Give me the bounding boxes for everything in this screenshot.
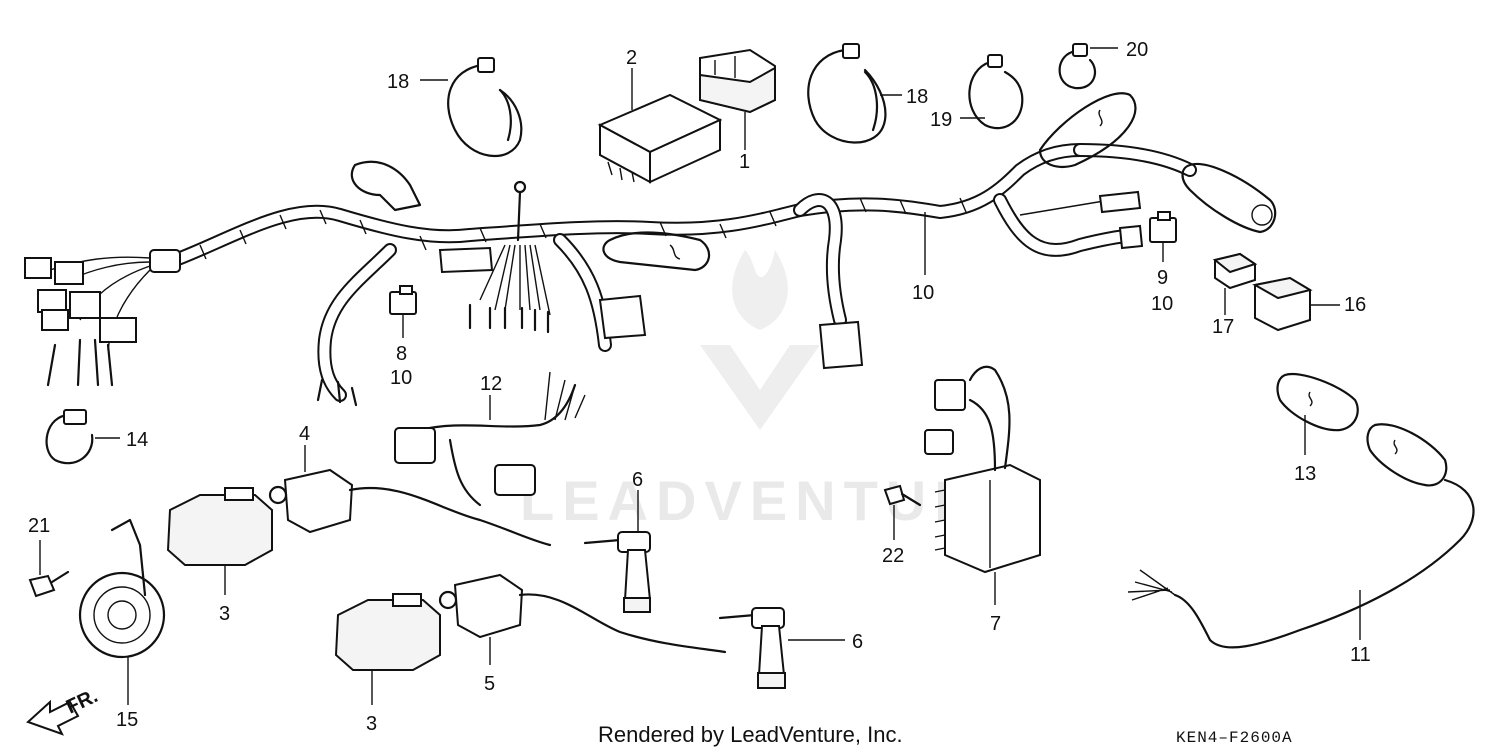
- callout-8: 8: [396, 343, 407, 365]
- callout-12: 12: [480, 373, 502, 395]
- diagram-code: KEN4–F2600A: [1176, 729, 1293, 747]
- callout-15: 15: [116, 709, 138, 731]
- part-14-clamp: [45, 409, 120, 465]
- callout-10: 10: [912, 282, 934, 304]
- part-21-bolt: [28, 540, 70, 598]
- part-11-sub-harness: [1127, 423, 1475, 649]
- part-22-bolt: [883, 484, 922, 540]
- part-3-unit-upper: [166, 487, 273, 595]
- part-6-plug-cap-lower: [718, 607, 845, 689]
- callout-18: 18: [906, 86, 928, 108]
- part-6-plug-cap-upper: [583, 490, 652, 613]
- callout-18: 18: [387, 71, 409, 93]
- callout-20: 20: [1126, 39, 1148, 61]
- footer-credit: Rendered by LeadVenture, Inc.: [598, 722, 903, 747]
- callouts: 1 2 3 3 4 5 6 6 7 8 10 9 10 10 11 12 13 …: [28, 39, 1371, 735]
- part-12-sub-harness: [394, 371, 586, 507]
- callout-13: 13: [1294, 463, 1316, 485]
- part-16-relay: [1252, 276, 1340, 332]
- callout-3: 3: [366, 713, 377, 735]
- callout-4: 4: [299, 423, 310, 445]
- part-13-cap: [1276, 372, 1359, 455]
- part-4-ignition-coil: [268, 445, 552, 547]
- part-19-clamp: [960, 54, 1024, 130]
- part-7-regulator: [924, 365, 1041, 605]
- callout-21: 21: [28, 515, 50, 537]
- front-arrow: FR.: [26, 685, 101, 736]
- callout-1: 1: [739, 151, 750, 173]
- part-20-clamp: [1058, 43, 1118, 90]
- part-17-holder: [1212, 252, 1258, 315]
- callout-9: 9: [1157, 267, 1168, 289]
- callout-6: 6: [852, 631, 863, 653]
- part-18-band-left: [420, 57, 523, 158]
- part-18-band-right: [807, 43, 902, 144]
- part-2-cdi-unit: [597, 68, 723, 184]
- part-15-horn: [78, 518, 166, 705]
- callout-7: 7: [990, 613, 1001, 635]
- callout-6: 6: [632, 469, 643, 491]
- part-8-connector: [389, 285, 417, 338]
- callout-9-qty: 10: [1151, 293, 1173, 315]
- part-9-connector: [1149, 211, 1177, 262]
- callout-19: 19: [930, 109, 952, 131]
- callout-17: 17: [1212, 316, 1234, 338]
- part-3-unit-lower: [334, 593, 441, 705]
- part-5-ignition-coil: [438, 573, 727, 665]
- callout-14: 14: [126, 429, 148, 451]
- callout-11: 11: [1350, 644, 1371, 666]
- callout-5: 5: [484, 673, 495, 695]
- wire-harness: [24, 92, 1277, 407]
- callout-8-qty: 10: [390, 367, 412, 389]
- callout-22: 22: [882, 545, 904, 567]
- callout-2: 2: [626, 47, 637, 69]
- callout-3: 3: [219, 603, 230, 625]
- callout-16: 16: [1344, 294, 1366, 316]
- part-1-relay: [699, 48, 776, 150]
